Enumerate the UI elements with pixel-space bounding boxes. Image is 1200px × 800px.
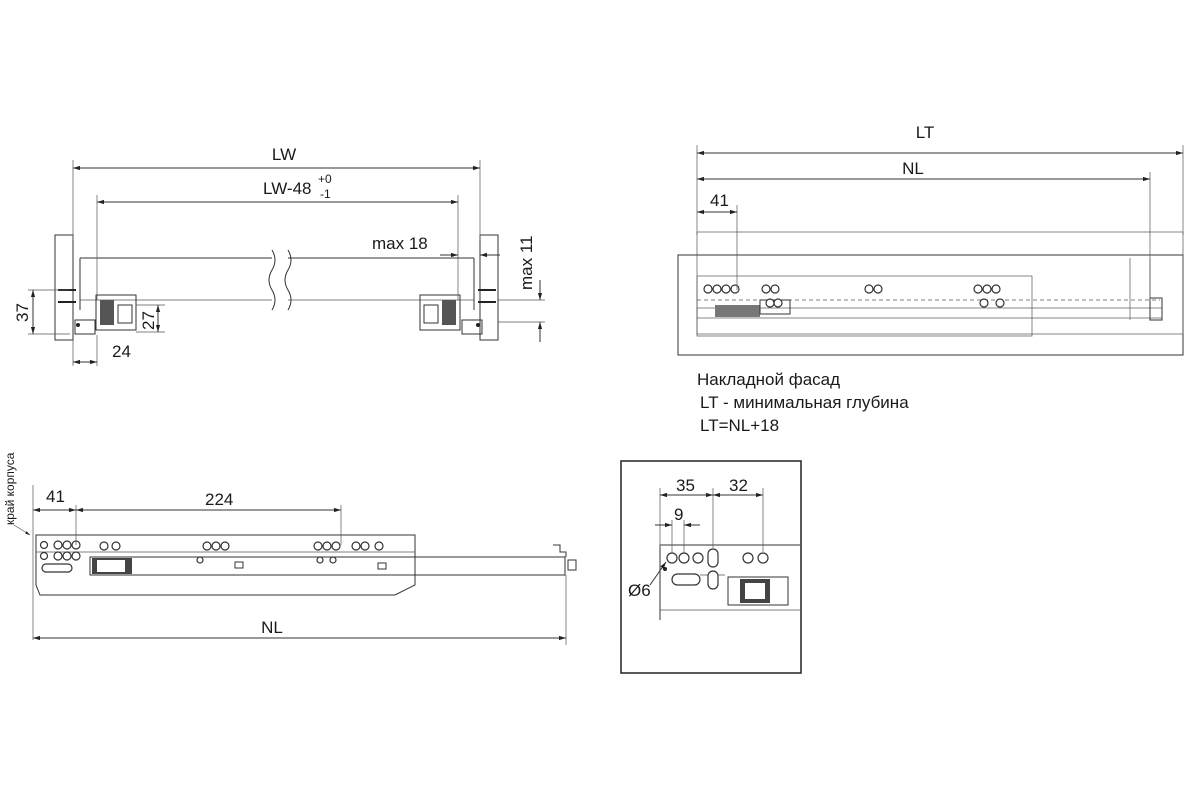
dim-label-nl-side: NL	[261, 618, 283, 637]
detail-frame	[620, 460, 802, 674]
dim-label-max11: max 11	[517, 236, 536, 291]
top-view: LT NL 41	[677, 123, 1184, 356]
dim-label-lw48: LW-48	[263, 179, 312, 198]
note-line-3: LT=NL+18	[700, 416, 779, 435]
dim-label-lw: LW	[272, 145, 296, 164]
dim-label-32: 32	[729, 476, 748, 495]
dim-label-lt: LT	[916, 123, 935, 142]
dim-label-lw48-tol-upper: +0	[318, 172, 332, 186]
note-line-2: LT - минимальная глубина	[700, 393, 909, 412]
dim-label-27: 27	[139, 311, 158, 330]
dim-label-9: 9	[674, 505, 683, 524]
break-mark-right	[284, 249, 292, 311]
dim-label-37: 37	[13, 303, 32, 322]
dim-label-35: 35	[676, 476, 695, 495]
top-view-holes	[703, 284, 1005, 308]
side-view-holes	[39, 540, 384, 573]
front-view: LW LW-48 +0 -1 max 18 max 11 37 27 24	[13, 145, 545, 366]
dim-label-224: 224	[205, 490, 233, 509]
note-line-1: Накладной фасад	[697, 370, 840, 389]
dim-label-41-side: 41	[46, 487, 65, 506]
left-runner-profile	[74, 294, 137, 335]
dim-label-nl-top: NL	[902, 159, 924, 178]
right-cabinet-panel	[479, 234, 499, 341]
dim-label-lw48-tol-lower: -1	[320, 187, 331, 201]
dim-label-24: 24	[112, 342, 131, 361]
detail-view: 35 32 9 Ø6	[620, 460, 802, 674]
dim-label-d6: Ø6	[628, 581, 651, 600]
break-mark-left	[268, 249, 276, 311]
left-cabinet-panel	[54, 234, 74, 341]
runner-rail-top	[696, 307, 1163, 319]
runner-body-top	[696, 275, 1033, 337]
runner-body-side	[35, 534, 416, 596]
dim-label-41-top: 41	[710, 191, 729, 210]
notes-block: Накладной фасад LT - минимальная глубина…	[697, 370, 909, 435]
runner-rail-side	[89, 556, 566, 576]
edge-label: край корпуса	[3, 452, 17, 525]
right-screws	[478, 289, 496, 303]
right-runner-profile	[419, 294, 483, 335]
dim-label-max18: max 18	[372, 234, 428, 253]
side-view: край корпуса	[3, 452, 577, 645]
